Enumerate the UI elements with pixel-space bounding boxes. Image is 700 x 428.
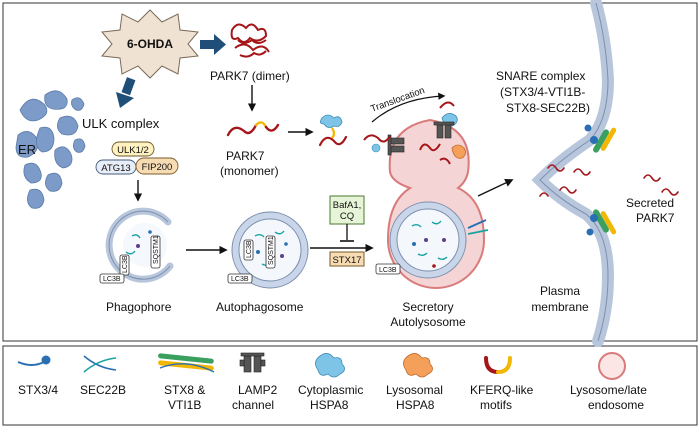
lc3b-tag-autophagosome — [243, 239, 254, 261]
6-ohda-to-park7-arrow — [200, 34, 226, 55]
autophagosome-label: Autophagosome — [216, 300, 304, 314]
park7-dimer-icon — [230, 23, 270, 58]
legend-kferq-label-2: motifs — [480, 398, 512, 412]
bafa1-label-1: BafA1, — [333, 200, 362, 211]
legend-lamp2-label-1: LAMP2 — [238, 383, 278, 397]
stx17-label: STX17 — [332, 255, 361, 266]
lamp2-channel-2 — [387, 134, 405, 156]
6-ohda-starburst — [101, 9, 199, 79]
legend-stx34-icon — [17, 355, 51, 366]
sqstm1-tag-1 — [150, 235, 161, 269]
legend-lysosomal-hspa8-icon — [403, 353, 433, 378]
lc3b-label-phagophore-outer: LC3B — [103, 276, 121, 283]
membrane-snare-upper — [584, 124, 617, 153]
lc3b-tag-autophagosome-outer — [227, 273, 253, 284]
snare-label-1: SNARE complex — [496, 69, 585, 83]
lc3b-label-autophagosome: LC3B — [246, 240, 253, 258]
lc3b-label-autolysosome: LC3B — [379, 267, 397, 274]
secreted-park7-label-2: PARK7 — [636, 211, 675, 225]
legend-lamp2-label-2: channel — [232, 398, 274, 412]
plasma-membrane-label-1: Plasma — [540, 284, 580, 298]
legend-cyto-label-1: Cytoplasmic — [298, 383, 363, 397]
secretory-autolysosome-icon — [386, 101, 486, 289]
er-network — [15, 90, 86, 209]
autolysosome-snare — [467, 219, 489, 235]
lc3b-tag-phagophore — [119, 254, 130, 276]
bafa1-label-2: CQ — [340, 211, 354, 222]
secreted-park7-label-1: Secreted — [626, 196, 674, 210]
bafa1-cq-box — [329, 195, 365, 225]
er-label: ER — [18, 142, 36, 157]
lc3b-label-autophagosome-outer: LC3B — [231, 276, 249, 283]
legend-stx8-vti1b-icon — [158, 353, 215, 373]
park7-monomer-icon — [226, 121, 280, 137]
park7-monomer-label-1: PARK7 — [226, 149, 265, 163]
legend-lysosome-icon — [598, 352, 626, 380]
membrane-snare-lower — [586, 209, 617, 236]
atg13-label: ATG13 — [101, 163, 130, 174]
sqstm1-label-1: SQSTM1 — [153, 235, 160, 264]
legend-cyto-label-2: HSPA8 — [310, 398, 349, 412]
legend-lyso-label-1: Lysosomal — [386, 383, 443, 397]
stx17-box — [329, 251, 365, 267]
park7-dimer-label: PARK7 (dimer) — [210, 69, 290, 83]
lc3b-label-phagophore: LC3B — [122, 255, 129, 273]
hspa8-at-membrane — [371, 143, 381, 153]
legend-sec22b-label: SEC22B — [80, 383, 126, 397]
sqstm1-label-2: SQSTM1 — [268, 236, 275, 265]
secreted-park7-molecules — [539, 164, 679, 197]
legend-sec22b-icon — [83, 355, 117, 373]
park7-monomer-label-2: (monomer) — [220, 164, 279, 178]
legend-kferq-label-1: KFERQ-like — [470, 383, 534, 397]
phagophore-label: Phagophore — [106, 300, 172, 314]
plasma-membrane — [531, 0, 615, 347]
legend-stx8-label-1: STX8 & — [164, 383, 205, 397]
fip200-label: FIP200 — [142, 162, 173, 173]
legend-lysosome-label-2: endosome — [588, 398, 644, 412]
autolysosome-to-membrane-arrow — [477, 179, 514, 197]
6-ohda-to-ulk-arrow — [116, 77, 136, 108]
legend-kferq-icon — [484, 356, 512, 374]
fip200-pill — [135, 157, 179, 175]
lc3b-tag-autolysosome — [375, 263, 401, 275]
legend-lyso-label-2: HSPA8 — [396, 398, 435, 412]
lc3b-tag-phagophore-outer — [99, 273, 125, 284]
plasma-membrane-label-2: membrane — [531, 300, 589, 314]
park7-translocating-left — [363, 134, 391, 143]
secretory-label-1: Secretory — [402, 300, 453, 314]
lamp2-channel-1 — [433, 121, 455, 139]
legend-panel-frame — [2, 345, 698, 426]
snare-label-3: STX8-SEC22B) — [506, 101, 590, 115]
legend-lamp2-icon — [239, 352, 266, 373]
ulk12-label: ULK1/2 — [117, 145, 149, 156]
legend-stx34-label: STX3/4 — [18, 383, 58, 397]
6-ohda-label: 6-OHDA — [127, 37, 173, 51]
ulk12-pill — [111, 141, 155, 157]
translocation-arrow — [371, 92, 446, 123]
sqstm1-tag-2 — [265, 235, 276, 269]
legend-lysosome-label-1: Lysosome/late — [570, 383, 647, 397]
park7-hspa8-complex-icon — [318, 114, 348, 147]
snare-label-2: (STX3/4-VTI1B- — [500, 85, 585, 99]
secretory-label-2: Autolysosome — [390, 315, 466, 329]
legend-stx8-label-2: VTI1B — [168, 398, 201, 412]
legend-cytoplasmic-hspa8-icon — [315, 353, 345, 378]
ulk-complex-label: ULK complex — [82, 116, 160, 131]
